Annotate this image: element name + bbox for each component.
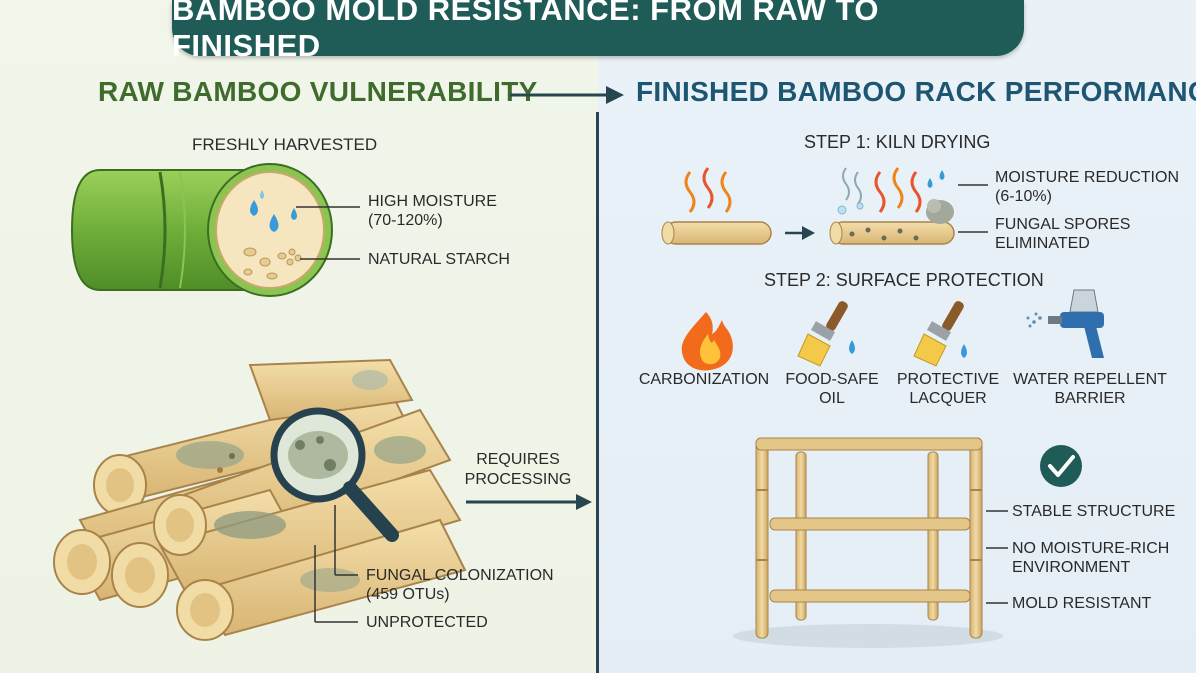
rack-callout-moisture-2: ENVIRONMENT <box>1012 559 1131 576</box>
starch-callout: NATURAL STARCH <box>368 251 510 268</box>
fresh-bamboo-icon <box>70 163 333 297</box>
page-title: BAMBOO MOLD RESISTANCE: FROM RAW TO FINI… <box>172 0 879 63</box>
moisture-reduction-2: (6-10%) <box>995 188 1052 205</box>
brush-oil-icon <box>797 301 855 367</box>
transition-label-2: PROCESSING <box>464 471 572 488</box>
fresh-label: FRESHLY HARVESTED <box>192 135 378 154</box>
treatment-label-oil-2: OIL <box>819 390 845 407</box>
raw-pole-icon <box>661 221 772 245</box>
moisture-reduction-1: MOISTURE REDUCTION <box>995 169 1179 186</box>
raw-heading: RAW BAMBOO VULNERABILITY <box>98 76 538 107</box>
title-banner: BAMBOO MOLD RESISTANCE: FROM RAW TO FINI… <box>172 0 1024 63</box>
heat-waves-icon <box>684 167 732 213</box>
brush-lacquer-icon <box>913 301 967 367</box>
header-arrow <box>510 86 624 104</box>
treatment-label-lacquer-1: PROTECTIVE <box>896 371 1000 388</box>
unprotected-callout: UNPROTECTED <box>366 614 488 631</box>
moldy-bamboo-pile-icon <box>53 358 467 641</box>
bamboo-rack-icon <box>733 437 1003 648</box>
treatment-label-lacquer-2: LACQUER <box>909 390 987 407</box>
flame-icon <box>681 312 733 371</box>
rack-callout-mold: MOLD RESISTANT <box>1012 595 1152 612</box>
drying-arrow <box>785 226 815 240</box>
moisture-callout-1: HIGH MOISTURE <box>368 193 497 210</box>
fungal-callout-2: (459 OTUs) <box>366 586 450 603</box>
spores-2: ELIMINATED <box>995 235 1090 252</box>
panel-divider <box>596 112 599 673</box>
rack-leaders <box>986 510 1008 604</box>
treatment-label-oil-1: FOOD-SAFE <box>785 371 879 388</box>
fungal-callout-1: FUNGAL COLONIZATION <box>366 567 554 584</box>
treatment-label-water-1: WATER REPELLENT <box>1013 371 1167 388</box>
dried-pole-icon <box>829 167 955 245</box>
rack-callout-stable: STABLE STRUCTURE <box>1012 503 1176 520</box>
step2-title: STEP 2: SURFACE PROTECTION <box>764 270 1044 290</box>
treatment-label-water-2: BARRIER <box>1054 390 1126 407</box>
treatment-label-carbonization: CARBONIZATION <box>638 371 770 388</box>
step1-title: STEP 1: KILN DRYING <box>804 132 991 152</box>
transition-label-1: REQUIRES <box>476 451 560 468</box>
transition-arrow <box>466 494 592 510</box>
fungal-leader <box>314 505 358 623</box>
finished-heading: FINISHED BAMBOO RACK PERFORMANCE <box>636 76 1196 107</box>
rack-callout-moisture-1: NO MOISTURE-RICH <box>1012 540 1170 557</box>
spores-1: FUNGAL SPORES <box>995 216 1131 233</box>
moisture-callout-2: (70-120%) <box>368 212 443 229</box>
spray-gun-icon <box>1026 289 1104 358</box>
check-icon <box>1040 445 1082 487</box>
